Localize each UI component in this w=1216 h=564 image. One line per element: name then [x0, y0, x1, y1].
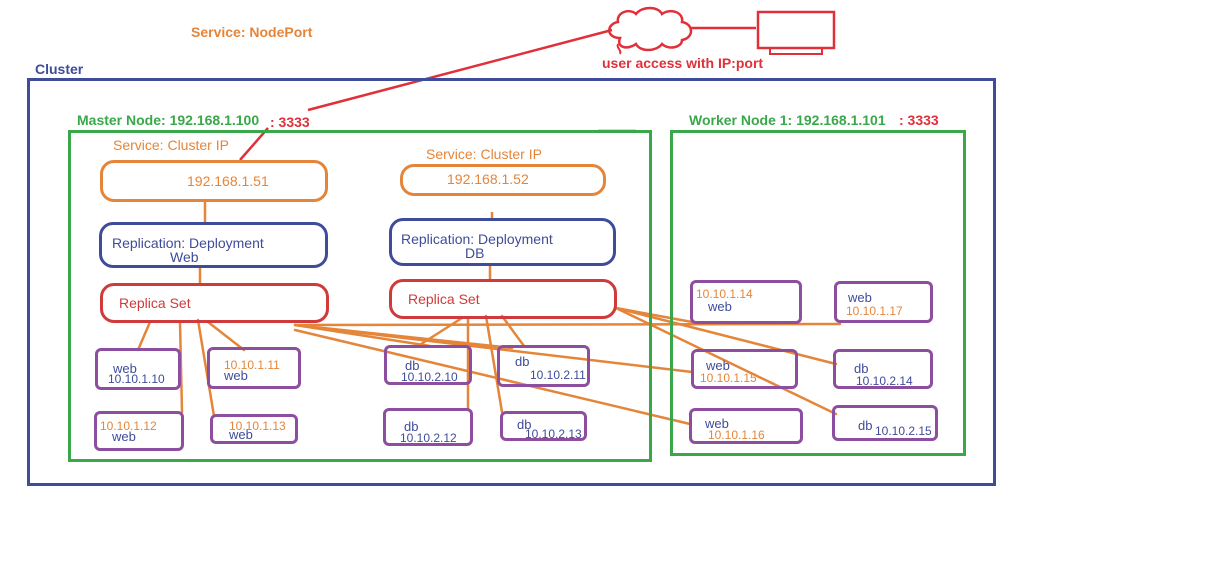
- pod-ip: 10.10.1.14: [696, 287, 753, 301]
- pod-db-10[interactable]: db 10.10.2.10: [384, 345, 472, 385]
- db-deployment-box[interactable]: Replication: Deployment DB: [389, 218, 616, 266]
- pod-name: web: [224, 368, 248, 383]
- pod-ip: 10.10.1.12: [100, 419, 157, 433]
- db-deployment-line1: Replication: Deployment: [401, 231, 553, 247]
- pod-db-11[interactable]: db 10.10.2.11: [497, 345, 590, 387]
- pod-web-10[interactable]: web 10.10.1.10: [95, 348, 181, 390]
- web-deployment-box[interactable]: Replication: Deployment Web: [99, 222, 328, 268]
- pod-name: web: [848, 290, 872, 305]
- pod-name: web: [229, 427, 253, 442]
- db-deployment-line2: DB: [465, 245, 485, 261]
- pod-name: web: [708, 299, 732, 314]
- pod-name: db: [405, 358, 420, 373]
- rs-db-worker-pod-14: [614, 306, 838, 366]
- pod-db-13[interactable]: db 10.10.2.13: [500, 411, 587, 441]
- worker-node-box: [670, 130, 966, 456]
- rs-web-worker-pod-15: [293, 323, 694, 374]
- cluster-box: [27, 78, 996, 486]
- nodeport-access-line: [307, 28, 613, 112]
- worker-node-label: Worker Node 1: 192.168.1.101: [689, 112, 886, 128]
- pod-web-14[interactable]: 10.10.1.14 web: [690, 280, 802, 324]
- monitor-icon: [756, 10, 836, 55]
- rs-web-worker-pod-17: [293, 322, 842, 327]
- pod-ip: 10.10.2.14: [856, 374, 913, 388]
- cloud-icon: [608, 6, 693, 55]
- pod-name: db: [858, 418, 873, 433]
- pod-web-11[interactable]: 10.10.1.11 web: [207, 347, 301, 389]
- rs-db-pod-11: [484, 314, 504, 414]
- rs-db-pod-10: [416, 316, 464, 348]
- pod-db-12[interactable]: db 10.10.2.12: [383, 408, 473, 446]
- web-service-label: Service: Cluster IP: [113, 137, 229, 153]
- user-access-label: user access with IP:port: [602, 55, 764, 71]
- master-node-port: : 3333: [270, 114, 310, 130]
- rs-db-worker-pod-15: [614, 306, 838, 416]
- pod-db-14[interactable]: db 10.10.2.14: [833, 349, 933, 389]
- pod-web-13[interactable]: 10.10.1.13 web: [210, 414, 298, 444]
- pod-ip: 10.10.1.17: [846, 304, 903, 318]
- pod-ip: 10.10.2.13: [525, 427, 582, 441]
- pod-ip: 10.10.1.11: [224, 358, 280, 372]
- worker-node-port: : 3333: [899, 112, 939, 128]
- nodeport-label: Service: NodePort: [191, 24, 313, 40]
- clusterip-access-line: [239, 127, 269, 161]
- rs-db-pod-13: [500, 314, 526, 348]
- web-service-box[interactable]: 192.168.1.51: [100, 160, 328, 202]
- pod-name: web: [112, 429, 136, 444]
- pod-ip: 10.10.2.15: [875, 424, 932, 438]
- pod-ip: 10.10.2.12: [400, 431, 457, 445]
- rs-web-pod-13: [196, 318, 216, 418]
- pod-name: db: [404, 419, 419, 434]
- pod-ip: 10.10.1.16: [708, 428, 765, 442]
- pod-ip: 10.10.1.15: [700, 371, 757, 385]
- pod-ip: 10.10.2.11: [530, 368, 586, 382]
- pod-web-17[interactable]: web 10.10.1.17: [834, 281, 933, 323]
- pod-name: db: [515, 354, 530, 369]
- db-service-ip: 192.168.1.52: [447, 171, 529, 187]
- pod-name: db: [854, 361, 869, 376]
- pod-name: db: [517, 417, 532, 432]
- pod-ip: 10.10.1.13: [229, 419, 286, 433]
- master-node-label: Master Node: 192.168.1.100: [77, 112, 260, 128]
- pod-web-16[interactable]: web 10.10.1.16: [689, 408, 803, 444]
- pod-name: web: [113, 361, 137, 376]
- pod-name: web: [705, 416, 729, 431]
- db-replicaset-box[interactable]: Replica Set: [389, 279, 617, 319]
- pod-db-15[interactable]: db 10.10.2.15: [832, 405, 938, 441]
- rs-web-pod-11: [206, 320, 246, 352]
- cluster-label: Cluster: [35, 61, 84, 77]
- web-deployment-line2: Web: [170, 249, 199, 265]
- db-replicaset-label: Replica Set: [408, 291, 480, 307]
- pod-web-15[interactable]: web 10.10.1.15: [691, 349, 798, 389]
- rs-web-pod-12: [178, 320, 184, 414]
- db-service-label: Service: Cluster IP: [426, 146, 542, 162]
- pod-name: web: [706, 358, 730, 373]
- pod-ip: 10.10.2.10: [401, 370, 458, 384]
- web-replicaset-box[interactable]: Replica Set: [100, 283, 329, 323]
- pod-web-12[interactable]: 10.10.1.12 web: [94, 411, 184, 451]
- rs-db-worker-pod-15b: [614, 306, 694, 324]
- web-service-ip: 192.168.1.51: [187, 173, 269, 189]
- db-service-box[interactable]: 192.168.1.52: [400, 164, 606, 196]
- master-node-box: [68, 130, 652, 462]
- rs-web-worker-pod-16: [293, 328, 692, 426]
- rs-web-pod-10: [136, 320, 152, 352]
- web-replicaset-label: Replica Set: [119, 295, 191, 311]
- pod-ip: 10.10.1.10: [108, 372, 165, 386]
- web-deployment-line1: Replication: Deployment: [112, 235, 264, 251]
